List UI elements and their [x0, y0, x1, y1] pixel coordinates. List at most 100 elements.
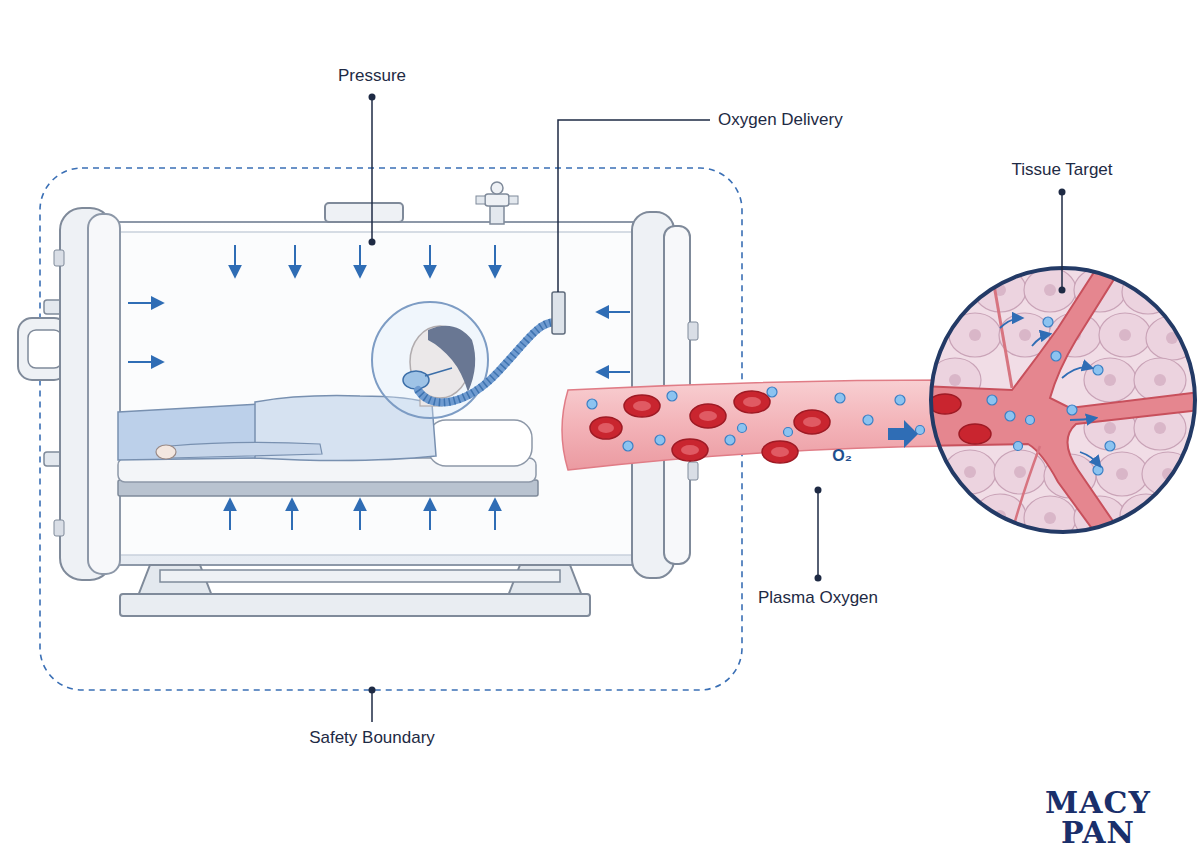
plasma-vessel: [667, 391, 677, 401]
tissue-detail: [959, 424, 991, 444]
pressure-arrow: [294, 245, 296, 276]
tissue-detail: [1154, 422, 1166, 434]
callout-label: Tissue Target: [1011, 160, 1112, 180]
plasma-vessel: [655, 435, 665, 445]
tissue-detail: [1026, 416, 1035, 425]
leader-line: [817, 488, 819, 578]
hyperbaric-chamber: [28, 330, 62, 368]
tissue-detail: [929, 394, 991, 444]
tissue-detail: [920, 262, 1200, 556]
patient: [403, 371, 429, 389]
leader-dot: [369, 94, 376, 101]
hyperbaric-chamber: [325, 203, 403, 222]
hyperbaric-chamber: [491, 182, 503, 194]
leader-dot: [369, 687, 376, 694]
plasma-vessel: [738, 424, 747, 433]
plasma-vessel: [699, 411, 717, 421]
tissue-detail: [1093, 365, 1103, 375]
callout-label: Safety Boundary: [309, 728, 435, 748]
tissue-detail: [1140, 510, 1152, 522]
tissue-detail: [1093, 465, 1103, 475]
plasma-vessel: [803, 417, 821, 427]
tissue-detail: [1116, 468, 1128, 480]
plasma-vessel: [598, 397, 821, 457]
tissue-detail: [1070, 418, 1096, 420]
plasma-vessel: [598, 423, 614, 433]
patient: [156, 445, 176, 459]
chamber-stand: [160, 570, 560, 582]
plasma-vessel: [690, 404, 726, 428]
plasma-vessel: [587, 387, 925, 451]
tissue-detail: [1044, 284, 1056, 296]
leader-dot: [1059, 287, 1066, 294]
leader-line: [1061, 190, 1063, 290]
callout-label: Pressure: [338, 66, 406, 86]
plasma-vessel: [771, 447, 789, 457]
leader-line: [372, 95, 1062, 722]
leader-dot: [1059, 189, 1066, 196]
patient: [170, 442, 322, 458]
tissue-detail: [969, 329, 981, 341]
hyperbaric-chamber: [18, 182, 698, 580]
tissue-detail: [1062, 367, 1092, 378]
molecule-label: O₂: [832, 446, 852, 466]
tissue-detail: [1119, 329, 1131, 341]
tissue-detail: [1067, 405, 1077, 415]
patient: [418, 322, 556, 402]
pressure-arrow: [359, 245, 361, 276]
tissue-detail: [987, 395, 997, 405]
tissue-detail: [920, 262, 1200, 556]
tissue-detail: [1099, 313, 1151, 357]
pressure-arrow: [128, 361, 162, 363]
plasma-vessel: [590, 417, 622, 439]
plasma-vessel: [623, 441, 633, 451]
chamber-stand: [120, 594, 590, 616]
tissue-detail: [1005, 411, 1015, 421]
plasma-vessel: [762, 441, 798, 463]
plasma-vessel: [672, 439, 708, 461]
tissue-detail: [1080, 452, 1100, 466]
plasma-vessel: [590, 391, 830, 463]
pressure-arrow: [291, 500, 293, 530]
pressure-arrow: [598, 311, 630, 313]
plasma-vessel: [835, 393, 845, 403]
tissue-detail: [1000, 318, 1022, 328]
plasma-vessel: [562, 380, 952, 470]
tissue-detail: [1096, 452, 1148, 496]
plasma-vessel: [633, 401, 651, 411]
patient: [418, 322, 556, 402]
hyperbaric-chamber: [688, 462, 698, 480]
tissue-detail: [931, 268, 1195, 532]
leader-line: [371, 690, 373, 722]
pressure-arrow: [229, 500, 231, 530]
plasma-vessel: [767, 387, 777, 397]
leader-dot: [815, 575, 822, 582]
pressure-arrow: [429, 500, 431, 530]
tissue-detail: [1044, 512, 1056, 524]
leader-line: [371, 95, 373, 242]
callout-label: Oxygen Delivery: [718, 110, 843, 130]
pressure-arrow: [359, 500, 361, 530]
tissue-detail: [987, 317, 1115, 475]
leader-line: [558, 120, 710, 292]
plasma-vessel: [794, 410, 830, 434]
pressure-arrow: [234, 245, 236, 276]
plasma-vessel: [863, 415, 873, 425]
patient-bed: [428, 420, 532, 466]
tissue-detail: [1043, 317, 1053, 327]
tissue-detail: [1051, 351, 1061, 361]
tissue-detail: [1032, 334, 1050, 346]
tissue-detail: [1014, 466, 1026, 478]
pressure-arrow: [494, 500, 496, 530]
patient: [425, 368, 452, 376]
plasma-vessel: [725, 435, 735, 445]
plasma-vessel: [784, 428, 793, 437]
tissue-detail: [949, 374, 961, 386]
plasma-vessel: [587, 399, 597, 409]
hyperbaric-chamber: [54, 520, 64, 536]
tissue-detail: [964, 466, 976, 478]
hyperbaric-chamber: [509, 196, 518, 204]
pressure-arrow: [598, 371, 630, 373]
plasma-vessel: [734, 391, 770, 413]
